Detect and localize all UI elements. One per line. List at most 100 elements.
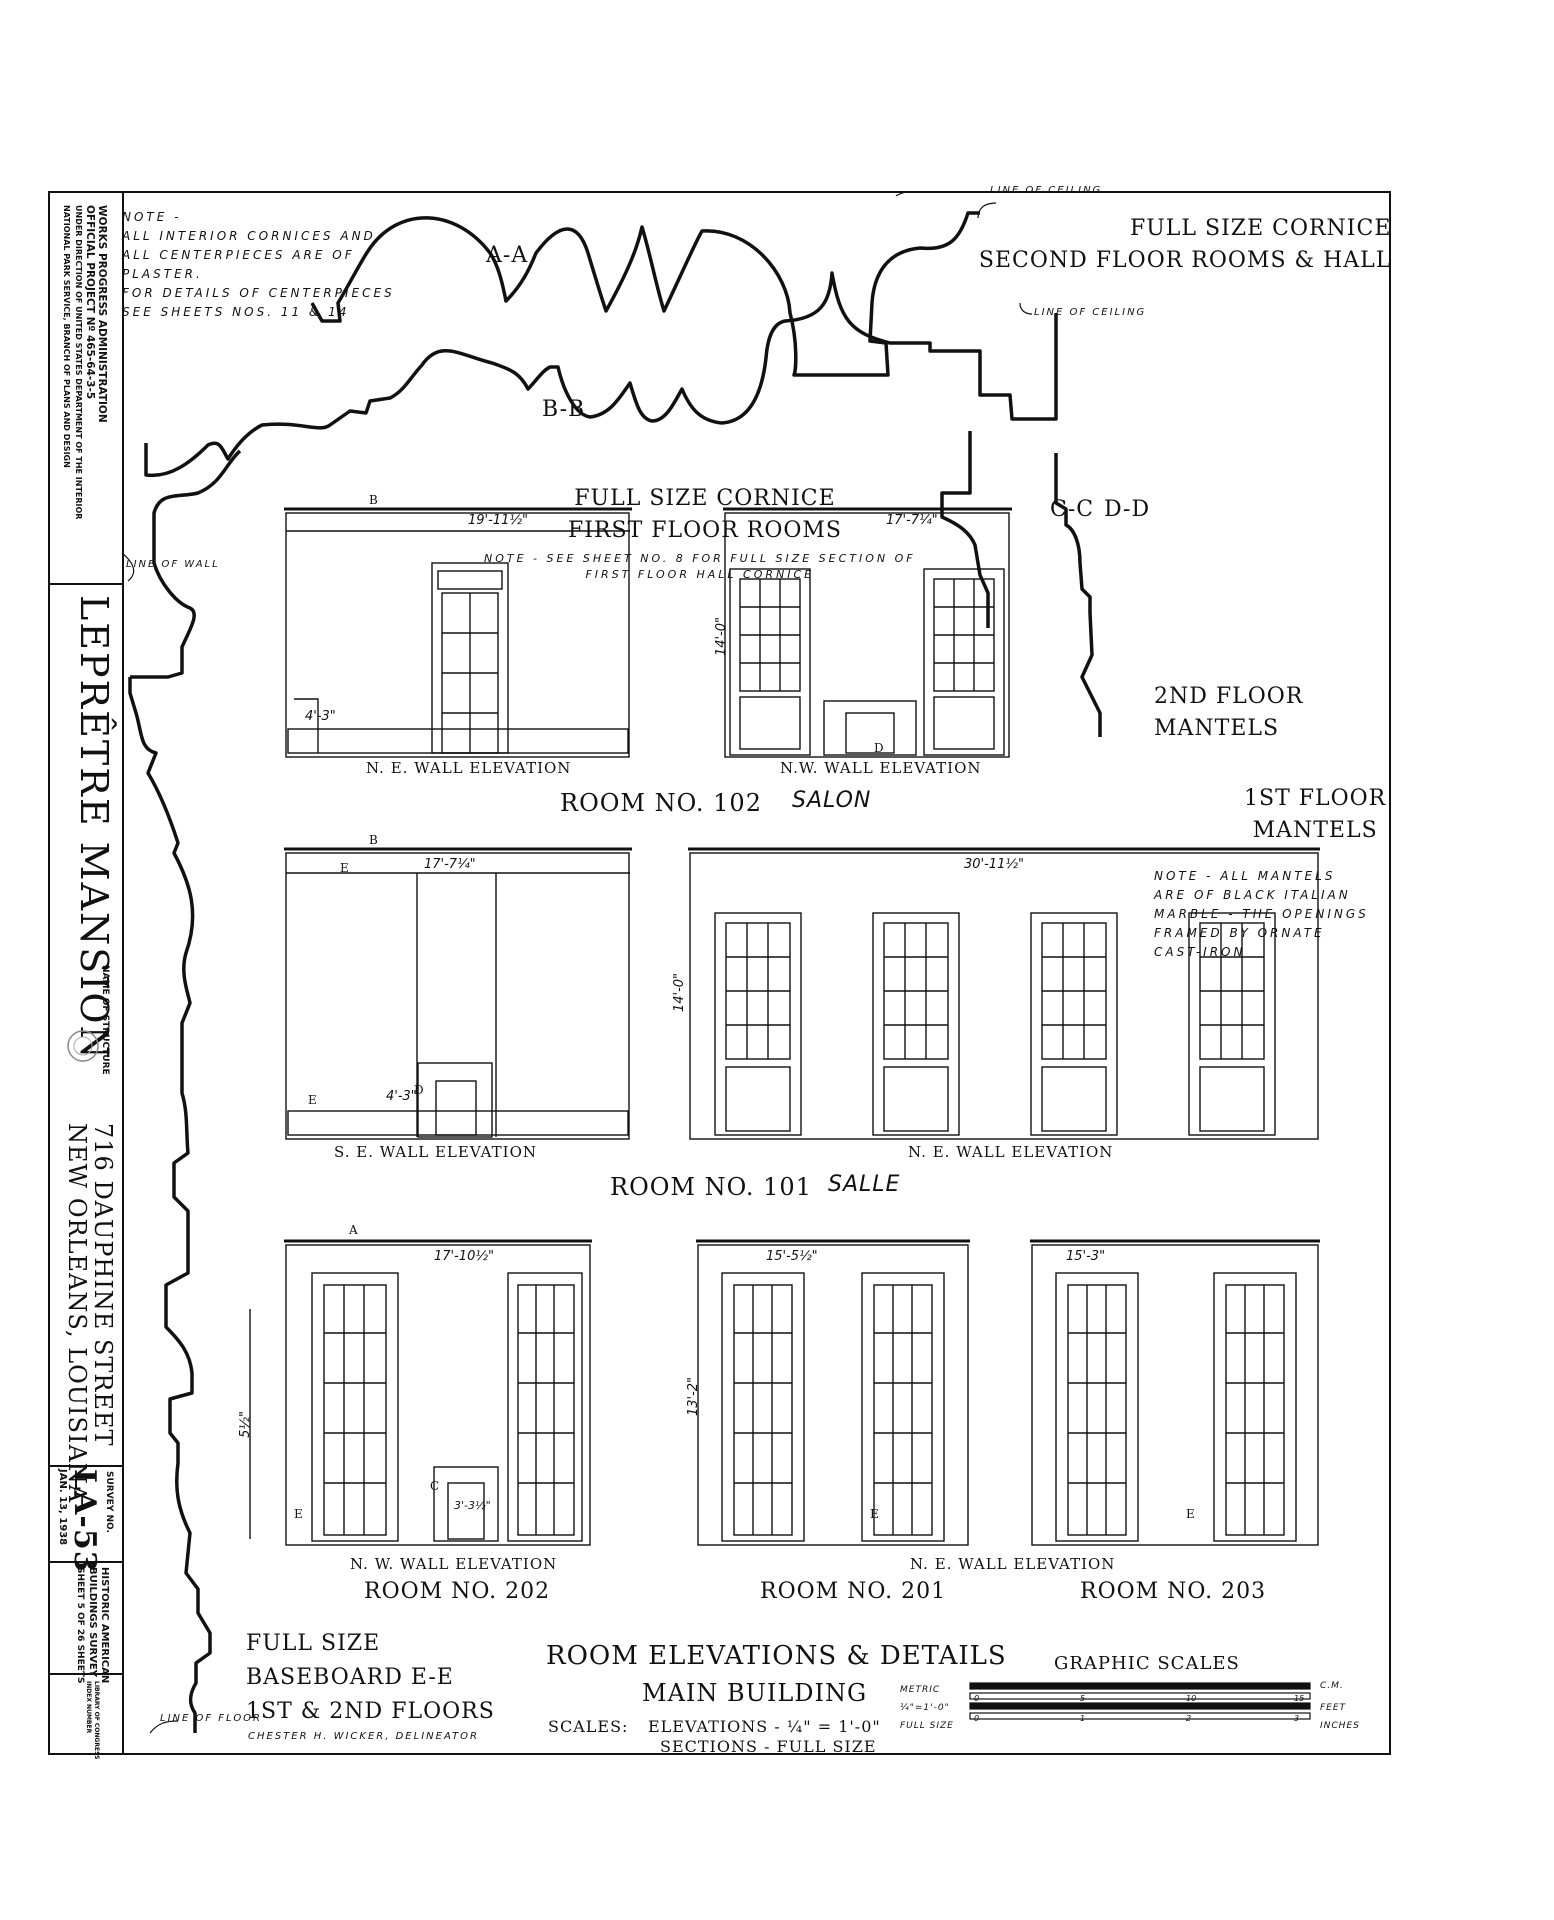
cornice-note: NOTE - ALL INTERIOR CORNICES AND ALL CEN…	[122, 210, 395, 319]
drawing-sheet: WORKS PROGRESS ADMINISTRATION OFFICIAL P…	[48, 185, 1392, 1759]
agency-box: WORKS PROGRESS ADMINISTRATION OFFICIAL P…	[50, 193, 122, 585]
graphic-scales-title: GRAPHIC SCALES	[1054, 1653, 1240, 1674]
dimension-label: 30'-11½"	[964, 857, 1024, 872]
first-floor-mantels: 1ST FLOOR MANTELS	[1244, 786, 1387, 843]
scale-tick: 5	[1080, 1694, 1086, 1703]
ne-wall-102	[285, 512, 630, 758]
se-wall-101	[285, 852, 630, 1140]
section-mark: E	[340, 861, 350, 875]
dimension-label: 14'-0"	[672, 972, 688, 1013]
dimension-label: 4'-3"	[305, 709, 336, 724]
section-mark: B	[369, 833, 379, 847]
mantel	[417, 1062, 493, 1138]
cornice-profile-aa	[310, 211, 980, 377]
room-name: SALON	[792, 788, 872, 813]
architectural-drawing	[121, 193, 1320, 1734]
room-label: ROOM NO. 202	[364, 1579, 551, 1604]
section-label-cc: C-C	[1050, 497, 1095, 522]
scale-elevations: ELEVATIONS - ¼" = 1'-0"	[648, 1717, 881, 1736]
elevation-label: S. E. WALL ELEVATION	[334, 1143, 537, 1161]
cornice-profile-bb	[144, 271, 1058, 478]
fireplace	[845, 712, 895, 754]
room-name: SALLE	[828, 1172, 901, 1197]
second-floor-cornice-title: FULL SIZE CORNICE SECOND FLOOR ROOMS & H…	[978, 216, 1392, 273]
elevation-label: N. W. WALL ELEVATION	[350, 1555, 558, 1573]
line-of-floor-label: LINE OF FLOOR	[160, 1713, 263, 1724]
fireplace	[447, 1482, 485, 1540]
section-label-dd: D-D	[1104, 497, 1151, 522]
section-mark: D	[874, 741, 885, 755]
dimension-label: 17'-7¼"	[886, 513, 938, 528]
scale-inches: INCHES	[1320, 1721, 1360, 1731]
scale-tick: 0	[974, 1714, 980, 1723]
dimension-label: 19'-11½"	[468, 513, 528, 528]
structure-box: LEPRÊTRE MANSION NAME OF STRUCTURE 716 D…	[50, 583, 122, 1503]
room-label: ROOM NO. 201	[760, 1579, 947, 1604]
ne-wall-101	[689, 852, 1319, 1140]
nw-wall-102	[724, 512, 1010, 758]
baseboard-title: FULL SIZE BASEBOARD E-E 1ST & 2ND FLOORS	[246, 1631, 495, 1724]
wainscot	[287, 728, 629, 754]
mantel-profile-dd	[1054, 453, 1102, 737]
section-mark: B	[369, 493, 379, 507]
nw-wall-202	[285, 1244, 591, 1546]
wainscot	[287, 1110, 629, 1136]
room-label: ROOM NO. 102	[560, 789, 762, 817]
scale-metric: METRIC	[900, 1685, 941, 1695]
scale-tick: 3	[1294, 1714, 1300, 1723]
first-floor-note: NOTE - SEE SHEET NO. 8 FOR FULL SIZE SEC…	[484, 552, 916, 581]
dimension-label: 17'-7¼"	[424, 857, 476, 872]
section-mark: E	[1186, 1507, 1196, 1521]
fireplace	[435, 1080, 477, 1136]
line-of-wall-label: LINE OF WALL	[126, 559, 220, 570]
scale-tick: 0	[974, 1694, 980, 1703]
scale-tick: 2	[1186, 1714, 1192, 1723]
section-mark: D	[414, 1083, 425, 1097]
window	[923, 568, 1005, 756]
elevation-label: N. E. WALL ELEVATION	[366, 759, 572, 777]
cornice-profile-bb-left	[130, 449, 242, 679]
row3-elevations	[249, 1239, 1320, 1546]
scale-sections: SECTIONS - FULL SIZE	[660, 1737, 877, 1756]
dimension-label: 5½"	[237, 1411, 253, 1438]
habs-box: HISTORIC AMERICAN BUILDINGS SURVEY SHEET…	[50, 1561, 122, 1684]
ne-wall-203	[1031, 1244, 1319, 1546]
graphic-scale	[969, 1682, 1311, 1720]
window	[729, 568, 811, 756]
row2-elevations	[284, 847, 1320, 1140]
mantel	[823, 700, 917, 756]
mantel	[433, 1466, 499, 1542]
scale-feet: FEET	[1320, 1703, 1347, 1713]
scale-tick: 15	[1294, 1694, 1305, 1703]
elevation-label: N. E. WALL ELEVATION	[910, 1555, 1116, 1573]
dimension-label: 15'-5½"	[766, 1249, 818, 1264]
scale-tick: 1	[1080, 1714, 1086, 1723]
delineator: CHESTER H. WICKER, DELINEATOR	[248, 1731, 479, 1742]
dimension-label: 3'-3½"	[454, 1499, 491, 1512]
section-mark: E	[294, 1507, 304, 1521]
sheet-main-title: ROOM ELEVATIONS & DETAILS	[546, 1641, 1007, 1671]
section-mark: E	[308, 1093, 318, 1107]
ne-wall-201	[697, 1244, 969, 1546]
seal-icon	[67, 1030, 99, 1062]
dimension-label: 17'-10½"	[434, 1249, 494, 1264]
mantel-profile-cc	[940, 431, 990, 628]
dimension-label: 13'-2"	[686, 1376, 702, 1417]
scale-quarter: ¼"=1'-0"	[900, 1703, 950, 1713]
line-of-ceiling-label: LINE OF CEILING	[990, 185, 1103, 196]
elevation-label: N. E. WALL ELEVATION	[908, 1143, 1114, 1161]
scale-cm: C.M.	[1320, 1681, 1344, 1691]
second-floor-mantels: 2ND FLOOR MANTELS	[1154, 684, 1304, 741]
dimension-label: 14'-0"	[714, 616, 730, 657]
survey-box: SURVEY NO. LA-53 JAN. 13, 1938	[50, 1465, 122, 1573]
window-set	[714, 912, 1276, 1136]
room-label: ROOM NO. 203	[1080, 1579, 1267, 1604]
scales-label: SCALES:	[548, 1717, 629, 1736]
section-label-aa: A-A	[486, 243, 529, 268]
section-mark: A	[349, 1223, 359, 1237]
title-block: WORKS PROGRESS ADMINISTRATION OFFICIAL P…	[50, 193, 124, 1759]
scale-full-size: FULL SIZE	[900, 1721, 954, 1731]
first-floor-cornice-title: FULL SIZE CORNICE FIRST FLOOR ROOMS	[568, 486, 842, 543]
dimension-label: 15'-3"	[1066, 1249, 1106, 1264]
section-mark: E	[870, 1507, 880, 1521]
